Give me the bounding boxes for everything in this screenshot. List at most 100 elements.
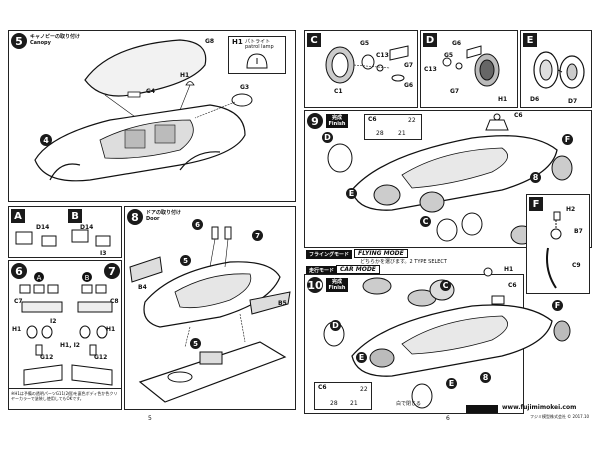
part-g7-b: G7 (450, 88, 460, 95)
box-d-drawing (442, 45, 500, 87)
step-9-finish-badge: 完成 Finish (326, 114, 348, 128)
step-10-car-drawing (323, 267, 571, 409)
bottom-note-box (8, 388, 122, 410)
count-28-b: 28 (330, 400, 338, 407)
step-5-car-drawing (34, 39, 253, 182)
part-6-marker: 6 (192, 219, 203, 230)
part-h1: H1 (180, 72, 190, 79)
part-g4: G4 (146, 88, 156, 95)
part-c6: C6 (368, 116, 377, 123)
part-h1-b: H1 (12, 326, 22, 333)
part-5-marker-a: 5 (180, 255, 191, 266)
step-7-number: 7 (104, 263, 120, 279)
part-g8: G8 (205, 38, 215, 45)
type-select-note: どちらかを選びます。2 TYPE SELECT (360, 259, 447, 265)
part-g6: G6 (404, 82, 414, 89)
label-c: C (420, 216, 431, 227)
part-b7: B7 (574, 228, 583, 235)
page-number-right: 6 (446, 415, 450, 422)
step-8-panel (124, 206, 296, 410)
step-8-title-jp: ドアの取り付け (146, 210, 182, 216)
count-22-b: 22 (360, 386, 368, 393)
page-number-left: 5 (148, 415, 152, 422)
bottom-note: ※H1は予備の透明パーツG11(2個)を裏色ボディ色か色クリヤーカラーで塗装し使… (11, 391, 118, 401)
part-c13-b: C13 (424, 66, 437, 73)
label-f: F (562, 134, 573, 145)
box-e-label: E (523, 33, 537, 47)
label-f-b: F (552, 300, 563, 311)
h1-box-en: patrol lamp (245, 44, 274, 50)
step-9-number: 9 (307, 113, 323, 129)
step-9-car-drawing (327, 113, 573, 245)
part-i2: I2 (50, 318, 57, 325)
patrol-lamp-drawing (246, 53, 268, 69)
count-28: 28 (376, 130, 384, 137)
part-c6-c: C6 (318, 384, 327, 391)
flying-mode-jp: フライングモード (306, 250, 353, 259)
box-e-panel (520, 30, 592, 108)
c6-count-box-bottom (314, 382, 372, 410)
car-mode-en: CAR MODE (336, 265, 380, 274)
part-c8: C8 (110, 298, 119, 305)
box-d-label: D (423, 33, 437, 47)
box-e-drawing (533, 51, 585, 89)
part-c7: C7 (14, 298, 23, 305)
step-6-number: 6 (11, 263, 27, 279)
part-c6-top: C6 (514, 112, 523, 119)
count-21-b: 21 (350, 400, 358, 407)
part-g5-b: G5 (444, 52, 454, 59)
label-8-b: 8 (480, 372, 491, 383)
box-c-drawing (325, 45, 409, 84)
part-d6: D6 (530, 96, 540, 103)
part-g7: G7 (404, 62, 414, 69)
part-c6-b: C6 (508, 282, 517, 289)
step-6-7-drawing: A B (19, 272, 113, 386)
part-c13: C13 (376, 52, 389, 59)
c6-count-box (364, 114, 422, 140)
part-g5: G5 (360, 40, 370, 47)
part-b4: B4 (138, 284, 147, 291)
step-10-number: 10 (307, 277, 323, 293)
part-d7: D7 (568, 98, 578, 105)
step-5-panel (8, 30, 296, 202)
part-d14-b: D14 (80, 224, 94, 231)
part-g12-a: G12 (40, 354, 54, 361)
step-10-finish-badge: 完成 Finish (326, 278, 348, 292)
label-e: E (346, 188, 357, 199)
label-d-b: D (330, 320, 341, 331)
logo-strip (466, 405, 498, 413)
part-c1: C1 (334, 88, 343, 95)
part-g12-b: G12 (94, 354, 108, 361)
part-c9: C9 (572, 262, 581, 269)
label-8: 8 (530, 172, 541, 183)
part-g6-b: G6 (452, 40, 462, 47)
step-5-title-jp: キャノピーの取り付け (30, 34, 81, 40)
box-a-label: A (11, 209, 25, 223)
flying-mode-en: FLYING MODE (354, 249, 408, 258)
box-f-label: F (529, 197, 543, 211)
h1-box-title: H1 (232, 38, 243, 46)
label-c-b: C (440, 280, 451, 291)
svg-text:A: A (37, 274, 42, 282)
count-21: 21 (398, 130, 406, 137)
part-d14-a: D14 (36, 224, 50, 231)
part-7-marker: 7 (252, 230, 263, 241)
step-8-title-en: Door (146, 216, 160, 222)
label-e-c: E (446, 378, 457, 389)
website[interactable]: www.fujimimokei.com (502, 404, 577, 411)
part-h1-c: H1 (106, 326, 116, 333)
label-d: D (322, 132, 333, 143)
box-c-panel (304, 30, 418, 108)
box-b-label: B (68, 209, 82, 223)
ab-parts-drawing (15, 229, 111, 247)
part-4-marker: 4 (40, 134, 52, 146)
car-mode-jp: 走行モード (306, 266, 338, 275)
label-e-b: E (356, 352, 367, 363)
open-hint: 白で閉じる (396, 401, 422, 407)
step-5-number: 5 (11, 33, 27, 49)
step-8-number: 8 (127, 209, 143, 225)
part-h1-d: H1 (498, 96, 508, 103)
sub-panel-ab (8, 206, 122, 258)
copyright: フジミ模型株式会社 © 2017.10 (530, 414, 590, 419)
